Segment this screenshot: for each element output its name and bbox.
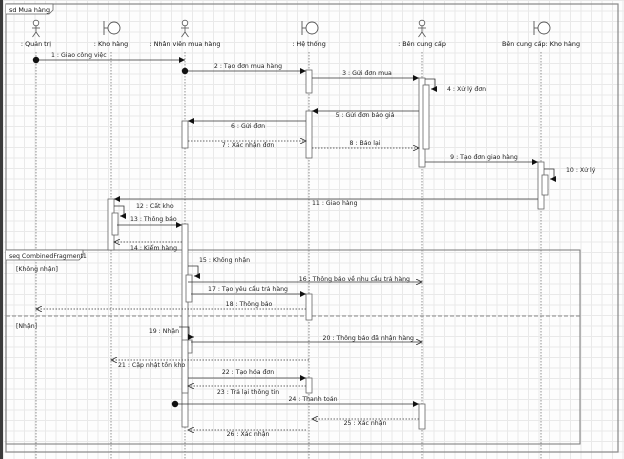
message-25: 25 : Xác nhận — [312, 419, 419, 427]
message-16: 16 : Thông báo về nhu cầu trả hàng — [188, 275, 422, 283]
sd-frame-title: sd Mua hàng — [9, 6, 50, 14]
participant-label: : Kho hàng — [94, 40, 128, 48]
message-20: 20 : Thông báo đã nhận hàng — [191, 334, 422, 342]
message-label: 9 : Tạo đơn giao hàng — [450, 153, 518, 161]
activation-bar — [111, 212, 119, 236]
message-label: 21 : Cập nhật tồn kho — [118, 361, 186, 369]
boundary-icon — [533, 21, 551, 35]
message-label: 7 : Xác nhận đơn — [222, 141, 275, 149]
message-17: 17 : Tạo yêu cầu trả hàng — [191, 285, 306, 297]
participant-label: : Nhân viên mua hàng — [150, 40, 221, 48]
participant-label: : Quản trị — [21, 40, 51, 48]
message-label: 18 : Thông báo — [226, 300, 273, 308]
message-2: 2 : Tạo đơn mua hàng — [181, 62, 306, 75]
message-11: 11 : Giao hàng — [114, 196, 538, 207]
message-label: 10 : Xử lý — [566, 166, 596, 174]
activation-bar — [305, 69, 313, 94]
message-8: 8 : Báo lại — [312, 139, 419, 148]
message-label: 3 : Gửi đơn mua — [342, 69, 392, 77]
participant-label: Bên cung cấp: Kho hàng — [502, 40, 580, 48]
message-label: 26 : Xác nhận — [227, 430, 270, 438]
boundary-icon — [301, 21, 319, 35]
found-message-dot — [171, 400, 179, 408]
found-message-dot — [181, 67, 189, 75]
found-message-dot — [32, 56, 40, 64]
message-19: 19 : Nhận — [149, 326, 194, 340]
message-label: 17 : Tạo yêu cầu trả hàng — [208, 285, 288, 293]
message-label: 2 : Tạo đơn mua hàng — [214, 62, 282, 70]
message-label: 11 : Giao hàng — [312, 199, 358, 207]
message-label: 22 : Tạo hóa đơn — [222, 368, 274, 376]
participant-label: : Hệ thống — [292, 40, 326, 48]
activation-bar — [418, 403, 426, 430]
combined-fragment: seq CombinedFragment1 [Không nhận] [Nhận] — [5, 249, 581, 445]
message-14: 14 : Kiểm hàng — [114, 242, 182, 252]
message-label: 14 : Kiểm hàng — [130, 243, 177, 252]
message-12: 12 : Cất kho — [114, 202, 174, 219]
message-label: 4 : Xử lý đơn — [447, 85, 486, 93]
message-label: 24 : Thanh toán — [288, 395, 337, 403]
activation-bar — [181, 120, 189, 149]
message-7: 7 : Xác nhận đơn — [188, 141, 306, 149]
message-4: 4 : Xử lý đơn — [425, 78, 486, 93]
actor-icon — [181, 19, 189, 38]
fragment-operator-label: seq CombinedFragment1 — [9, 253, 87, 260]
activation-bar — [181, 223, 189, 428]
self-message-arrow — [179, 326, 194, 340]
lifeline-ben-cung-cap: : Bên cung cấp — [398, 19, 446, 459]
sd-frame-tab — [6, 3, 54, 15]
message-23: 23 : Trả lại thông tin — [188, 386, 306, 396]
sequence-diagram-canvas: sd Mua hàng : Quản trị : Kho hàng : Nhân v… — [3, 0, 624, 459]
activation-bar — [185, 274, 193, 303]
message-22: 22 : Tạo hóa đơn — [188, 368, 306, 381]
self-message-arrow — [188, 265, 200, 279]
lifeline-kho-hang: : Kho hàng — [94, 21, 128, 459]
message-21: 21 : Cập nhật tồn kho — [111, 360, 309, 369]
message-15: 15 : Không nhận — [188, 256, 250, 279]
activation-bar — [305, 293, 313, 321]
message-label: 23 : Trả lại thông tin — [217, 388, 279, 396]
message-label: 13 : Thông báo — [130, 215, 177, 223]
self-message-arrow — [425, 78, 437, 92]
message-6: 6 : Gửi đơn — [188, 118, 306, 130]
message-label: 8 : Báo lại — [350, 139, 381, 147]
message-5: 5 : Gửi đơn báo giá — [312, 108, 419, 119]
message-label: 1 : Giao công việc — [51, 51, 107, 59]
activation-bar — [181, 339, 189, 394]
sd-frame — [5, 3, 619, 453]
message-9: 9 : Tạo đơn giao hàng — [425, 153, 538, 165]
actor-icon — [418, 19, 426, 38]
activation-bar — [541, 174, 549, 196]
message-26: 26 : Xác nhận — [188, 430, 306, 438]
message-label: 15 : Không nhận — [199, 256, 250, 264]
sequence-diagram: sd Mua hàng : Quản trị : Kho hàng : Nhân v… — [5, 3, 619, 459]
activation-bar — [305, 377, 313, 394]
message-label: 16 : Thông báo về nhu cầu trả hàng — [299, 275, 410, 283]
message-label: 25 : Xác nhận — [344, 419, 387, 427]
lifeline-bcc-kho-hang: Bên cung cấp: Kho hàng — [502, 21, 580, 459]
lifeline-quan-tri: : Quản trị — [21, 19, 51, 459]
message-10: 10 : Xử lý — [544, 166, 596, 182]
message-24: 24 : Thanh toán — [171, 395, 419, 408]
operand-guard: [Nhận] — [16, 322, 37, 330]
message-3: 3 : Gửi đơn mua — [312, 69, 419, 81]
message-label: 5 : Gửi đơn báo giá — [336, 111, 395, 119]
message-label: 20 : Thông báo đã nhận hàng — [323, 334, 415, 342]
activation-bar — [305, 110, 313, 159]
self-message-arrow — [544, 168, 556, 182]
operand-guard: [Không nhận] — [16, 265, 58, 273]
message-label: 19 : Nhận — [149, 327, 179, 335]
message-18: 18 : Thông báo — [36, 300, 306, 309]
actor-icon — [32, 19, 40, 38]
message-label: 6 : Gửi đơn — [231, 122, 265, 130]
participant-label: : Bên cung cấp — [398, 40, 446, 48]
boundary-icon — [103, 21, 121, 35]
self-message-arrow — [114, 205, 126, 219]
message-label: 12 : Cất kho — [136, 202, 174, 210]
activation-bar — [422, 84, 430, 150]
message-13: 13 : Thông báo — [117, 215, 182, 228]
message-1: 1 : Giao công việc — [32, 51, 185, 64]
